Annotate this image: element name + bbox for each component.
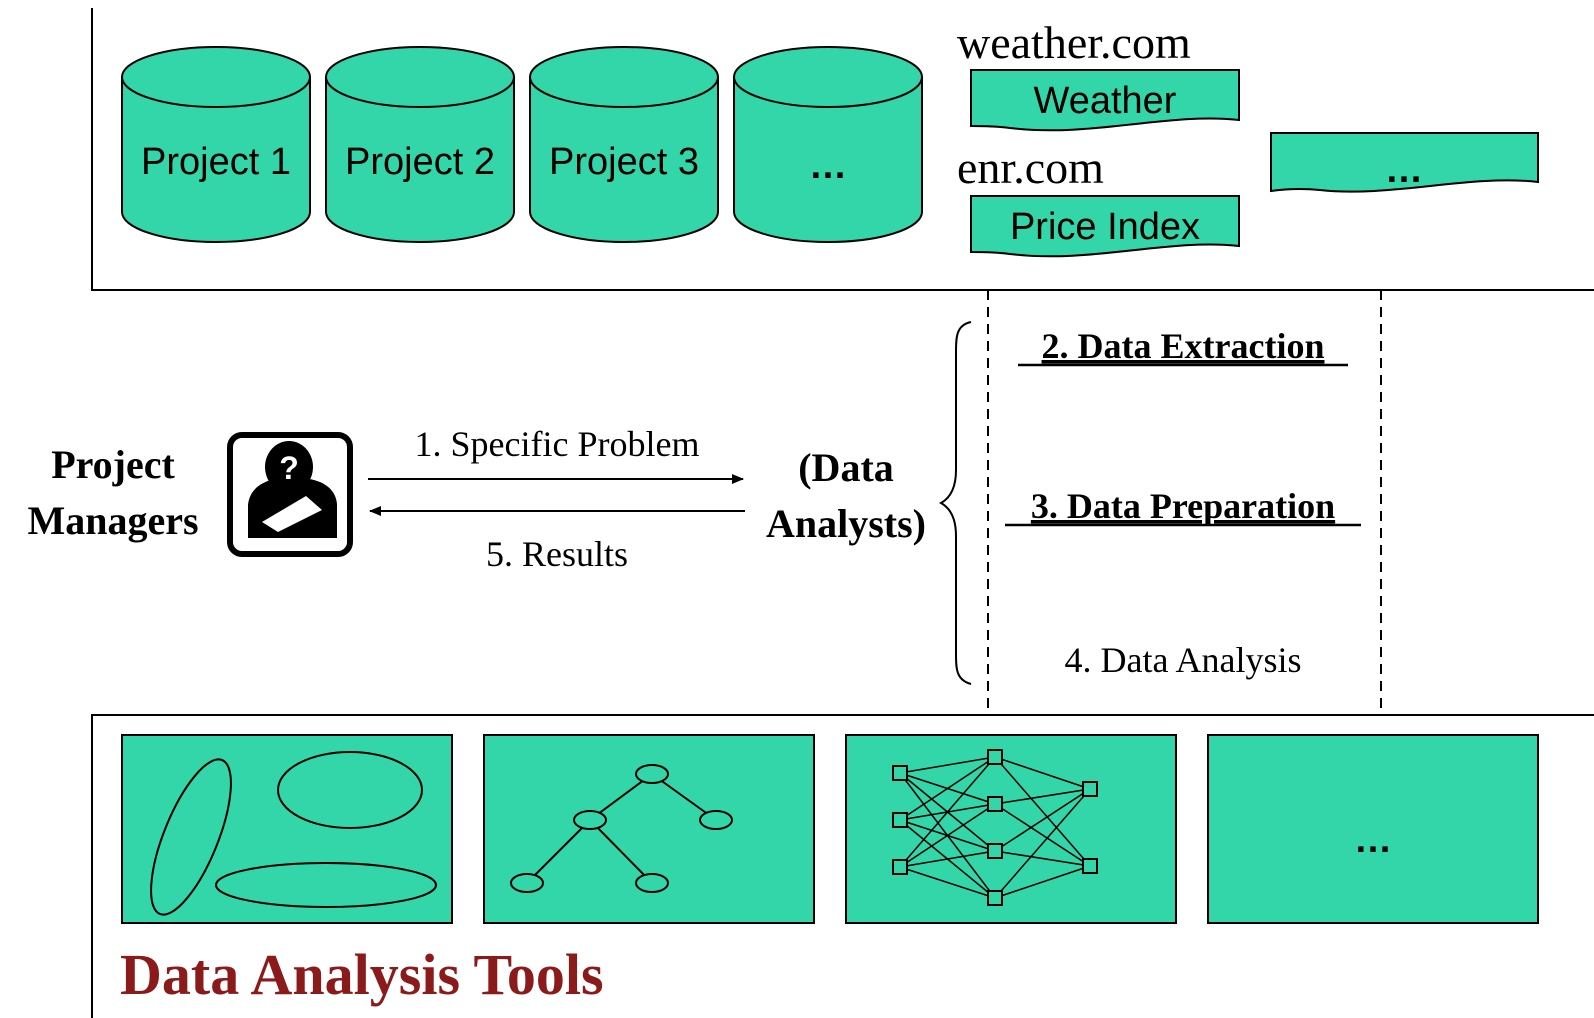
tools-title: Data Analysis Tools xyxy=(120,942,604,1007)
database-label: Project 2 xyxy=(345,141,495,183)
database-project-3: Project 3 xyxy=(529,46,719,243)
document-label: Price Index xyxy=(1010,206,1200,248)
clusters-icon xyxy=(150,751,437,916)
document-label: Weather xyxy=(1034,80,1177,122)
neural-network-icon xyxy=(892,749,1098,906)
step-data-analysis: 4. Data Analysis xyxy=(1065,640,1302,680)
brace xyxy=(938,321,972,685)
tool-clustering xyxy=(121,734,453,924)
document-more: … xyxy=(1270,132,1539,193)
arrow-label-response: 5. Results xyxy=(486,534,628,574)
tool-neural-network xyxy=(845,734,1177,924)
step-data-preparation: 3. Data Preparation xyxy=(1031,486,1335,526)
tool-more: … xyxy=(1207,734,1539,924)
decision-tree-icon xyxy=(510,764,733,893)
step-data-extraction: 2. Data Extraction xyxy=(1042,326,1325,366)
svg-text:?: ? xyxy=(279,450,299,486)
document-price-index: Price Index xyxy=(970,195,1240,258)
process-section: Project Managers ? 1. Specific Problem 5… xyxy=(27,290,1382,715)
database-project-2: Project 2 xyxy=(325,46,515,243)
tool-decision-tree xyxy=(483,734,815,924)
database-more: … xyxy=(733,46,923,243)
analysts-label-line1: (Data xyxy=(798,445,894,490)
arrow-label-request: 1. Specific Problem xyxy=(415,424,700,464)
document-label: … xyxy=(1385,149,1423,191)
database-label: … xyxy=(809,145,847,187)
database-project-1: Project 1 xyxy=(121,46,311,243)
document-weather: Weather xyxy=(970,69,1240,132)
managers-label-line1: Project xyxy=(51,442,175,487)
source-site-enr: enr.com xyxy=(957,142,1104,193)
database-label: Project 3 xyxy=(549,141,699,183)
source-site-weather: weather.com xyxy=(957,17,1191,68)
tool-more-label: … xyxy=(1354,819,1392,861)
analysts-label-line2: Analysts) xyxy=(766,501,926,546)
database-label: Project 1 xyxy=(141,141,291,183)
tools-panel: … Data Analysis Tools xyxy=(91,714,1594,1018)
managers-label-line2: Managers xyxy=(27,498,198,543)
question-person-icon: ? xyxy=(227,432,353,557)
data-sources-panel: Project 1 Project 2 Project 3 … weather.… xyxy=(91,8,1594,291)
